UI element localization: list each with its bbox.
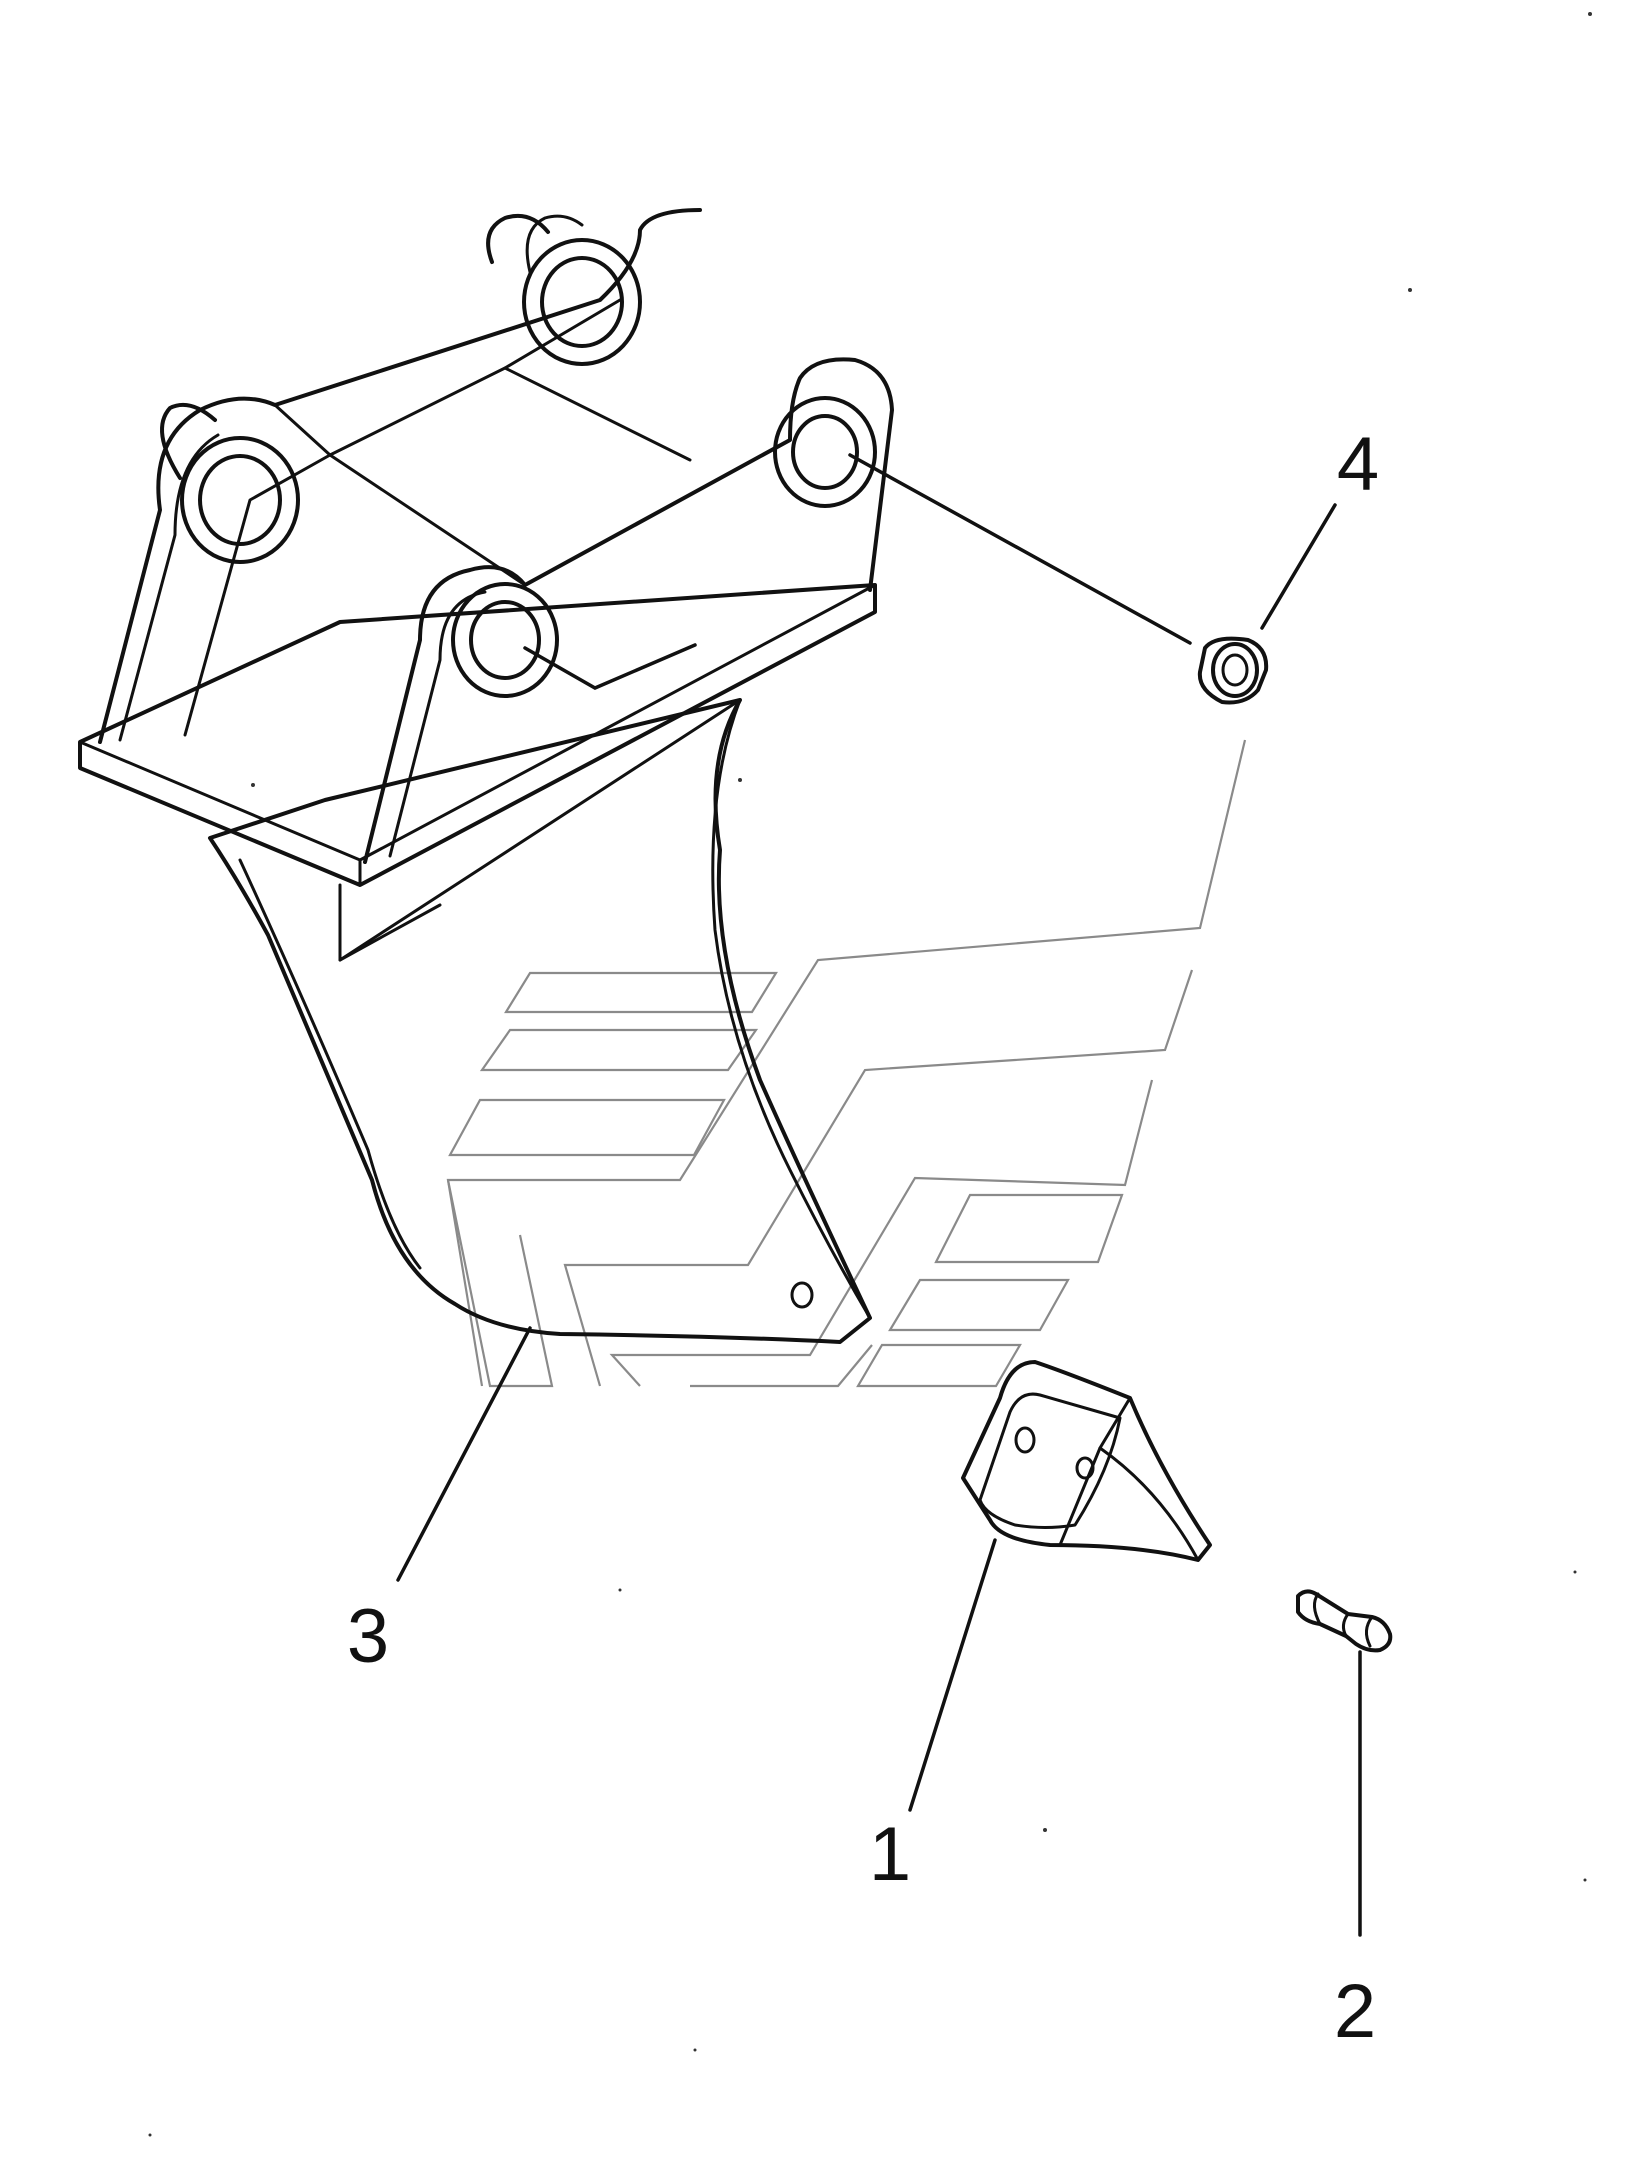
callout-2: 2 — [1334, 1969, 1376, 2054]
leader-4 — [523, 643, 697, 690]
leader-3 — [396, 1326, 532, 1582]
leader-1 — [908, 1538, 997, 1812]
callout-4: 4 — [1337, 422, 1379, 507]
callout-1: 1 — [869, 1812, 911, 1897]
watermark-logo — [446, 739, 1247, 1388]
pin-drawing — [1296, 1589, 1393, 1653]
tooth-drawing — [961, 1360, 1212, 1562]
leader-lines — [396, 453, 1362, 1937]
callout-labels: 1 2 3 4 — [347, 422, 1379, 2054]
ripper-bucket-drawing — [78, 208, 894, 1344]
leader-4-label — [1260, 503, 1337, 630]
bushing-drawing — [1197, 636, 1269, 705]
callout-3: 3 — [347, 1594, 389, 1679]
scan-specks — [148, 12, 1592, 2137]
